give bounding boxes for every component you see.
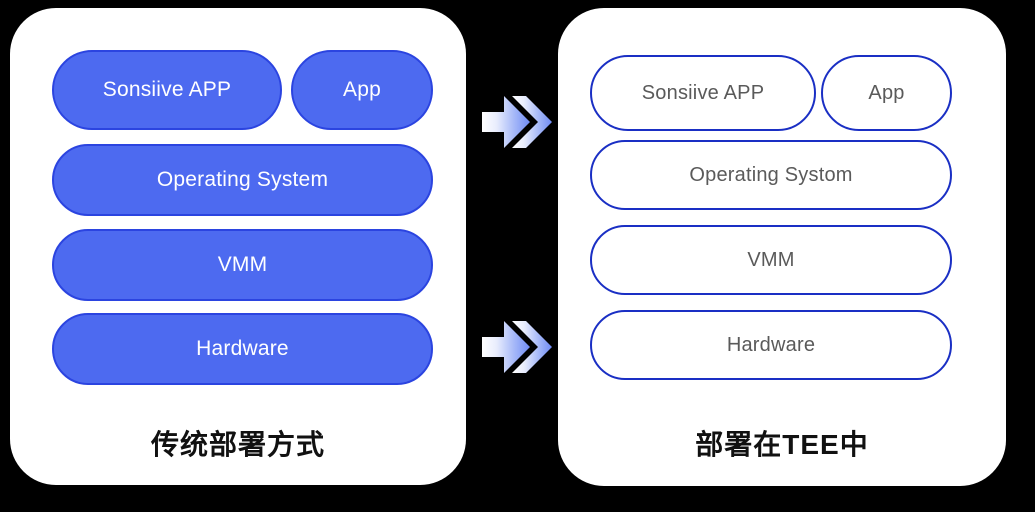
layer-hardware[interactable]: Hardware [590, 310, 952, 380]
layer-vmm[interactable]: VMM [590, 225, 952, 295]
layer-label: App [868, 81, 905, 104]
layer-label: Hardware [726, 333, 816, 356]
layer-label: Operating Systom [689, 163, 853, 186]
layer-hardware[interactable]: Hardware [52, 313, 433, 385]
layer-sensitive-app[interactable]: Sonsiive APP [52, 50, 282, 130]
layer-label: VMM [747, 248, 795, 271]
panel-caption-tee: 部署在TEE中 [695, 429, 869, 460]
layer-label: Sonsiive APP [102, 78, 232, 101]
layer-sensitive-app[interactable]: Sonsiive APP [590, 55, 816, 131]
panel-tee: Sonsiive APP App Operating Systom VMM Ha… [558, 8, 1006, 486]
layer-label: VMM [217, 253, 268, 276]
layer-label: Sonsiive APP [641, 81, 765, 104]
layer-app[interactable]: App [291, 50, 433, 130]
layer-label: Operating System [156, 168, 329, 191]
panel-caption-traditional: 传统部署方式 [150, 429, 325, 460]
panel-traditional: Sonsiive APP App Operating System VMM Ha… [10, 8, 466, 485]
layer-operating-system[interactable]: Operating System [52, 144, 433, 216]
double-arrow-right-icon [482, 93, 554, 151]
layer-label: App [343, 78, 381, 101]
double-arrow-right-icon [482, 318, 554, 376]
layer-label: Hardware [196, 337, 289, 360]
layer-app[interactable]: App [821, 55, 952, 131]
layer-operating-system[interactable]: Operating Systom [590, 140, 952, 210]
layer-stack-tee: Sonsiive APP App Operating Systom VMM Ha… [558, 8, 1006, 486]
layer-stack-traditional: Sonsiive APP App Operating System VMM Ha… [10, 8, 466, 485]
layer-vmm[interactable]: VMM [52, 229, 433, 301]
